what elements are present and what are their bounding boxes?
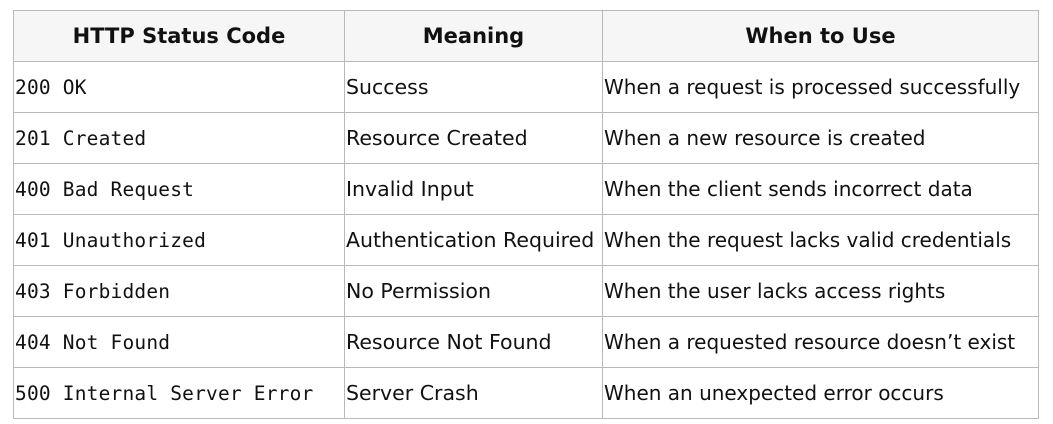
when-to-use-cell: When a request is processed successfully (602, 61, 1039, 113)
status-code-cell: 404 Not Found (13, 316, 345, 368)
status-code-cell: 400 Bad Request (13, 163, 345, 215)
header-status-code: HTTP Status Code (13, 10, 345, 62)
table-row: 400 Bad Request Invalid Input When the c… (13, 163, 1039, 215)
meaning-cell: Resource Created (344, 112, 603, 164)
when-to-use-cell: When the user lacks access rights (602, 265, 1039, 317)
status-code-cell: 403 Forbidden (13, 265, 345, 317)
when-to-use-cell: When a requested resource doesn’t exist (602, 316, 1039, 368)
header-meaning: Meaning (344, 10, 603, 62)
status-code-table: HTTP Status Code Meaning When to Use 200… (13, 10, 1039, 419)
when-to-use-cell: When an unexpected error occurs (602, 367, 1039, 419)
table-header: HTTP Status Code Meaning When to Use (13, 10, 1039, 62)
meaning-cell: No Permission (344, 265, 603, 317)
header-when-to-use: When to Use (602, 10, 1039, 62)
table-row: 403 Forbidden No Permission When the use… (13, 265, 1039, 317)
header-row: HTTP Status Code Meaning When to Use (13, 10, 1039, 62)
meaning-cell: Server Crash (344, 367, 603, 419)
table-row: 200 OK Success When a request is process… (13, 61, 1039, 113)
status-code-table-container: HTTP Status Code Meaning When to Use 200… (13, 10, 1039, 419)
when-to-use-cell: When the request lacks valid credentials (602, 214, 1039, 266)
meaning-cell: Authentication Required (344, 214, 603, 266)
meaning-cell: Invalid Input (344, 163, 603, 215)
table-row: 401 Unauthorized Authentication Required… (13, 214, 1039, 266)
meaning-cell: Success (344, 61, 603, 113)
when-to-use-cell: When a new resource is created (602, 112, 1039, 164)
table-row: 500 Internal Server Error Server Crash W… (13, 367, 1039, 419)
status-code-cell: 500 Internal Server Error (13, 367, 345, 419)
status-code-cell: 201 Created (13, 112, 345, 164)
table-body: 200 OK Success When a request is process… (13, 61, 1039, 419)
meaning-cell: Resource Not Found (344, 316, 603, 368)
status-code-cell: 401 Unauthorized (13, 214, 345, 266)
status-code-cell: 200 OK (13, 61, 345, 113)
table-row: 201 Created Resource Created When a new … (13, 112, 1039, 164)
when-to-use-cell: When the client sends incorrect data (602, 163, 1039, 215)
table-row: 404 Not Found Resource Not Found When a … (13, 316, 1039, 368)
